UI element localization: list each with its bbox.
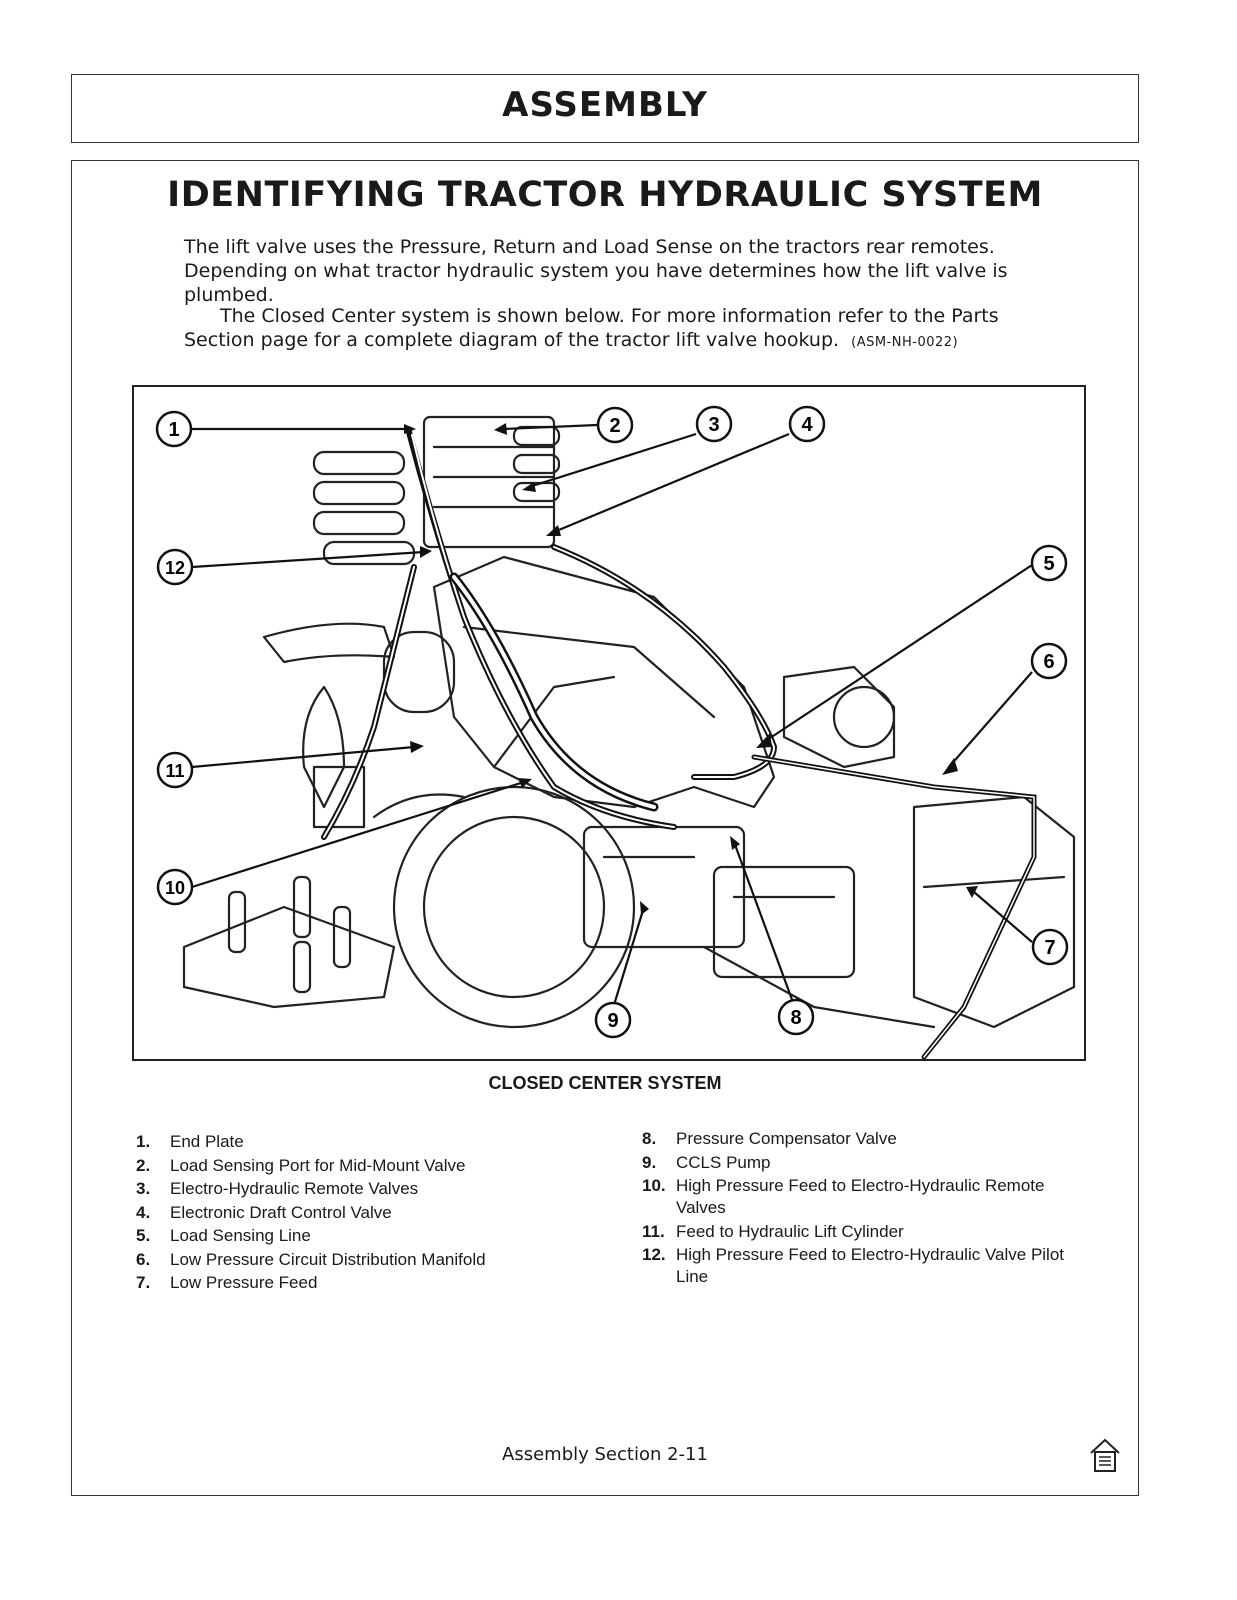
- callout-10: 10: [156, 868, 194, 906]
- callout-2: 2: [596, 406, 634, 444]
- callout-3: 3: [695, 405, 733, 443]
- legend-item: 6.Low Pressure Circuit Distribution Mani…: [136, 1249, 486, 1269]
- intro-text: The lift valve uses the Pressure, Return…: [184, 235, 1034, 355]
- legend-item: 3.Electro-Hydraulic Remote Valves: [136, 1179, 419, 1198]
- callout-7: 7: [1031, 928, 1069, 966]
- svg-text:11: 11: [165, 761, 184, 781]
- svg-text:7: 7: [1044, 937, 1055, 959]
- tractor-drawing: 1 2 3 4 5 6 7 8 9 10 11 12: [155, 405, 1076, 1059]
- legend-left: 1.End Plate 2.Load Sensing Port for Mid-…: [136, 1131, 576, 1296]
- intro-paragraph-2: The Closed Center system is shown below.…: [184, 304, 1034, 355]
- intro-paragraph-2-text: The Closed Center system is shown below.…: [184, 305, 999, 351]
- svg-text:2: 2: [609, 415, 620, 437]
- figure-caption: CLOSED CENTER SYSTEM: [488, 1073, 722, 1093]
- content-box: IDENTIFYING TRACTOR HYDRAULIC SYSTEM The…: [71, 160, 1139, 1496]
- intro-paragraph-1: The lift valve uses the Pressure, Return…: [184, 236, 1008, 306]
- header-box: ASSEMBLY: [71, 74, 1139, 143]
- footer-page-label: Assembly Section 2-11: [502, 1444, 708, 1465]
- legend-right: 8.Pressure Compensator Valve 9.CCLS Pump…: [642, 1128, 1072, 1290]
- callout-6: 6: [1030, 642, 1068, 680]
- legend-item: 10.High Pressure Feed to Electro-Hydraul…: [642, 1176, 1045, 1217]
- svg-text:1: 1: [168, 419, 179, 441]
- callout-9: 9: [594, 1001, 632, 1039]
- section-header-title: ASSEMBLY: [502, 85, 708, 125]
- callout-4: 4: [788, 405, 826, 443]
- legend-item: 5.Load Sensing Line: [136, 1226, 311, 1245]
- svg-text:4: 4: [801, 414, 813, 436]
- page-title: IDENTIFYING TRACTOR HYDRAULIC SYSTEM: [167, 175, 1043, 215]
- callout-5: 5: [1030, 544, 1068, 582]
- legend-item: 9.CCLS Pump: [642, 1152, 771, 1172]
- hydraulic-system-diagram: 1 2 3 4 5 6 7 8 9 10 11 12: [132, 385, 1086, 1061]
- svg-text:10: 10: [165, 878, 185, 898]
- legend-item: 11.Feed to Hydraulic Lift Cylinder: [642, 1221, 904, 1241]
- legend-item: 7.Low Pressure Feed: [136, 1273, 318, 1292]
- legend-item: 4.Electronic Draft Control Valve: [136, 1202, 392, 1222]
- home-icon[interactable]: [1088, 1437, 1122, 1473]
- svg-text:8: 8: [790, 1007, 801, 1029]
- reference-code: (ASM-NH-0022): [851, 335, 959, 350]
- legend-item: 12.High Pressure Feed to Electro-Hydraul…: [642, 1245, 1065, 1286]
- svg-text:3: 3: [708, 414, 719, 436]
- callout-group: 1 2 3 4 5 6 7 8 9 10 11 12: [155, 405, 1069, 1039]
- svg-text:6: 6: [1043, 651, 1054, 673]
- callout-12: 12: [156, 548, 194, 586]
- callout-11: 11: [156, 751, 194, 789]
- callout-1: 1: [155, 410, 193, 448]
- svg-text:9: 9: [607, 1010, 618, 1032]
- callout-8: 8: [777, 998, 815, 1036]
- legend-item: 2.Load Sensing Port for Mid-Mount Valve: [136, 1155, 466, 1175]
- svg-text:5: 5: [1043, 553, 1054, 575]
- legend-item: 1.End Plate: [136, 1132, 244, 1151]
- legend-item: 8.Pressure Compensator Valve: [642, 1129, 897, 1148]
- svg-text:12: 12: [165, 558, 185, 578]
